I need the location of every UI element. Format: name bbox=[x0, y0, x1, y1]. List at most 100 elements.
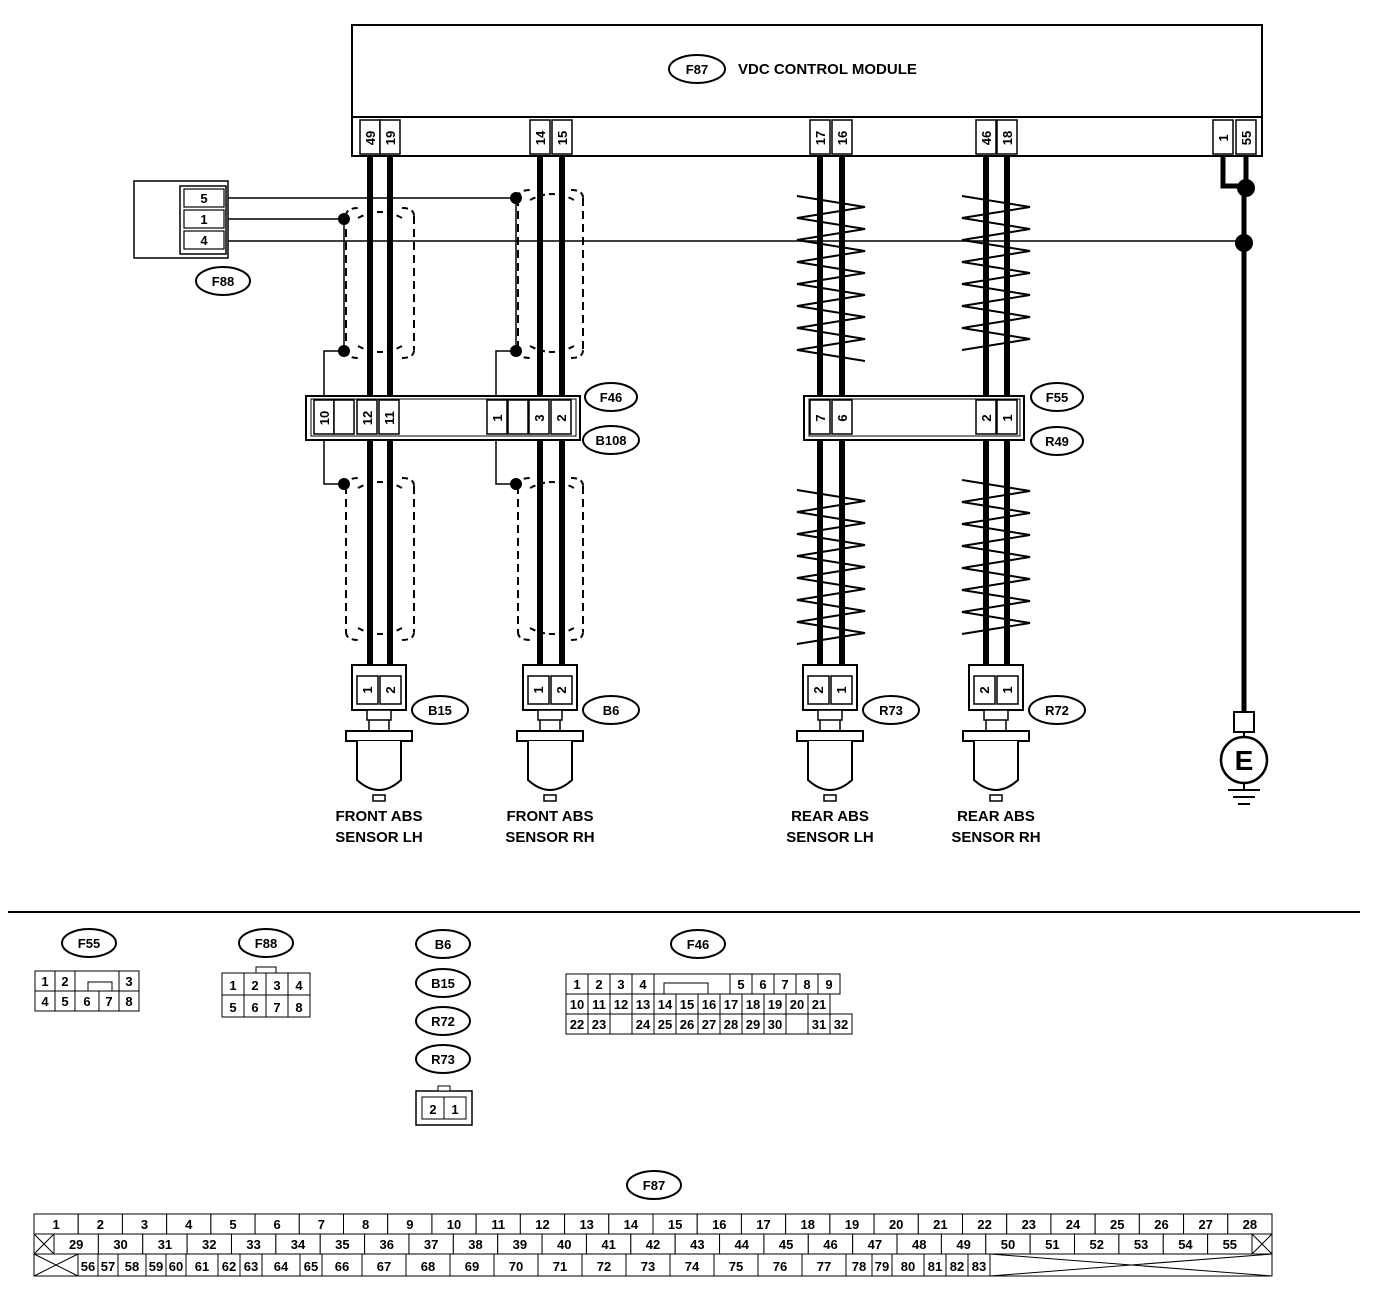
legend-f87-label: 46 bbox=[823, 1237, 837, 1252]
module-pin-label: 18 bbox=[1000, 131, 1015, 145]
module-pin-cell bbox=[529, 119, 551, 155]
drain-wire bbox=[495, 436, 516, 485]
legend-f87-label: 29 bbox=[69, 1237, 83, 1252]
legend-f87-label: 6 bbox=[274, 1217, 281, 1232]
sensor-code: R73 bbox=[879, 703, 903, 718]
legend-f87-label: 38 bbox=[468, 1237, 482, 1252]
junction-pin-label: 3 bbox=[532, 414, 547, 421]
sensor-tip bbox=[989, 794, 1003, 802]
sensor-pin-cell bbox=[527, 675, 550, 705]
legend-sensor-code: R73 bbox=[431, 1052, 455, 1067]
legend-f55-key bbox=[87, 981, 113, 992]
legend-f46-code: F46 bbox=[687, 937, 709, 952]
sensor-tip bbox=[823, 794, 837, 802]
sensor-label-line1: REAR ABS bbox=[791, 808, 869, 825]
connector-f88: 5 1 4 F88 bbox=[133, 180, 251, 296]
legend-f87-label: 14 bbox=[624, 1217, 639, 1232]
legend-sensor-code: R72 bbox=[431, 1014, 455, 1029]
legend-f88-code: F88 bbox=[255, 936, 277, 951]
junction-pin-cell bbox=[356, 399, 378, 435]
legend-f46-label: 8 bbox=[803, 977, 810, 992]
twist-line bbox=[961, 479, 1031, 635]
legend-f87-label: 45 bbox=[779, 1237, 793, 1252]
twist-line bbox=[796, 489, 866, 645]
legend-f46-label: 19 bbox=[768, 997, 782, 1012]
legend-f87-blank-x bbox=[33, 1233, 55, 1255]
legend-f88-cell bbox=[287, 994, 311, 1018]
shield-arc bbox=[357, 345, 403, 353]
splice-dot bbox=[510, 478, 522, 490]
legend-f46-label: 12 bbox=[614, 997, 628, 1012]
legend-f87-label: 8 bbox=[362, 1217, 369, 1232]
legend-f87-label: 71 bbox=[553, 1259, 567, 1274]
sensor-flange bbox=[962, 730, 1030, 742]
legend-f87-label: 26 bbox=[1154, 1217, 1168, 1232]
f46-code: F46 bbox=[600, 390, 622, 405]
legend-f87-label: 78 bbox=[852, 1259, 866, 1274]
wire-shield bbox=[345, 207, 415, 359]
junction-pin-label: 2 bbox=[554, 414, 569, 421]
junction-pin-cell bbox=[507, 399, 529, 435]
sensor-label-line2: SENSOR LH bbox=[335, 829, 423, 846]
ground-label: E bbox=[1235, 745, 1254, 776]
legend-sensor-pin-label: 1 bbox=[451, 1102, 458, 1117]
module-pin-cell bbox=[1235, 119, 1257, 155]
legend-sensor-badge bbox=[415, 929, 471, 959]
sensor-pin-cell bbox=[830, 675, 853, 705]
legend-f87-label: 48 bbox=[912, 1237, 926, 1252]
junction-pin-cell bbox=[809, 399, 831, 435]
legend-sensor-code: B15 bbox=[431, 976, 455, 991]
wire-shield bbox=[517, 477, 584, 641]
sensor-pin-label: 2 bbox=[383, 686, 398, 693]
sensor-code: B15 bbox=[428, 703, 452, 718]
legend-f87-label: 77 bbox=[817, 1259, 831, 1274]
splice-dot bbox=[1235, 234, 1253, 252]
sensor-body bbox=[527, 741, 573, 791]
legend-f87-label: 56 bbox=[81, 1259, 95, 1274]
f88-code-badge bbox=[195, 266, 251, 296]
sensor-flange bbox=[796, 730, 864, 742]
legend-f46-label: 32 bbox=[834, 1017, 848, 1032]
f55-code: F55 bbox=[1046, 390, 1068, 405]
module-title: VDC CONTROL MODULE bbox=[738, 61, 917, 78]
drain-wire bbox=[323, 350, 344, 400]
junction-pin-label: 11 bbox=[382, 411, 397, 425]
sensor-body bbox=[973, 741, 1019, 791]
sensor-body bbox=[807, 741, 853, 791]
legend-f87-label: 49 bbox=[956, 1237, 970, 1252]
legend-f87-label: 43 bbox=[690, 1237, 704, 1252]
sensor-label-line1: FRONT ABS bbox=[336, 808, 423, 825]
legend-f88-badge bbox=[238, 928, 294, 958]
sensor-neck bbox=[366, 709, 392, 721]
sensor-pin-label: 2 bbox=[554, 686, 569, 693]
legend-f87-label: 53 bbox=[1134, 1237, 1148, 1252]
module-code: F87 bbox=[686, 62, 708, 77]
sensor-code-badge bbox=[411, 695, 469, 725]
legend-f88-label: 6 bbox=[251, 1000, 258, 1015]
shield-arc bbox=[357, 211, 403, 219]
sensor-label-line2: SENSOR LH bbox=[786, 829, 874, 846]
legend-f88-label: 3 bbox=[273, 978, 280, 993]
legend-f46-label: 24 bbox=[636, 1017, 651, 1032]
legend-f46-label: 28 bbox=[724, 1017, 738, 1032]
b108-code: B108 bbox=[595, 433, 626, 448]
legend-f87-code: F87 bbox=[643, 1178, 665, 1193]
legend-f87-label: 24 bbox=[1066, 1217, 1081, 1232]
twist-line bbox=[961, 195, 1031, 351]
legend-f87-label: 64 bbox=[274, 1259, 289, 1274]
junction-pin-cell bbox=[831, 399, 853, 435]
module-pin-cell bbox=[809, 119, 831, 155]
sensor-pin-cell bbox=[379, 675, 402, 705]
sensor-pin-cell bbox=[356, 675, 379, 705]
legend-f87-label: 72 bbox=[597, 1259, 611, 1274]
legend-f87-blank-x bbox=[989, 1253, 1273, 1277]
legend-f87-label: 36 bbox=[380, 1237, 394, 1252]
junction-pin-label: 7 bbox=[813, 414, 828, 421]
legend-f55-label: 1 bbox=[41, 974, 48, 989]
legend-sensor-key bbox=[437, 1085, 451, 1092]
module-pin-cell bbox=[379, 119, 401, 155]
